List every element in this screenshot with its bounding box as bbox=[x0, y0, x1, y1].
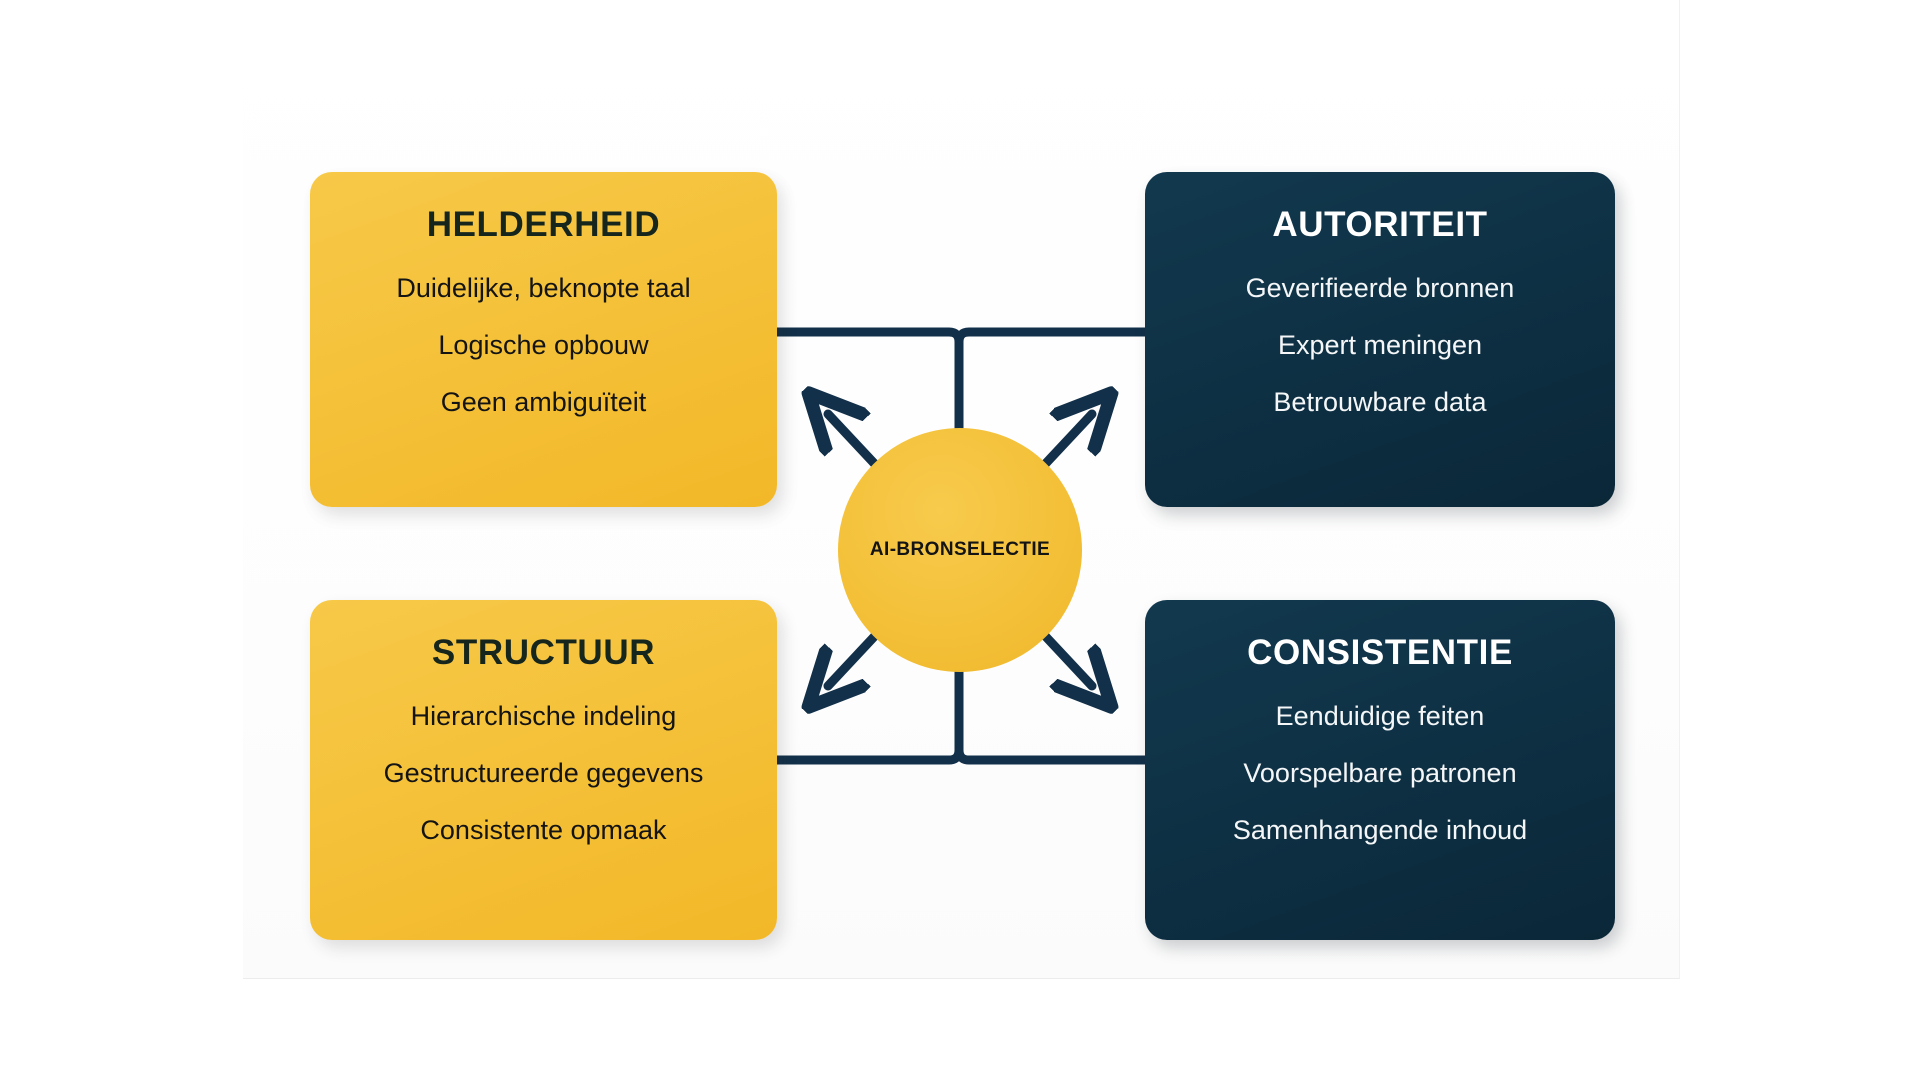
list-item: Geverifieerde bronnen bbox=[1245, 272, 1515, 303]
list-item: Consistente opmaak bbox=[420, 814, 667, 845]
card-autoriteit-list: Geverifieerde bronnen Expert meningen Be… bbox=[1145, 272, 1615, 417]
list-item: Geen ambiguïteit bbox=[440, 386, 647, 417]
list-item: Expert meningen bbox=[1277, 329, 1483, 360]
list-item: Samenhangende inhoud bbox=[1232, 814, 1528, 845]
list-item: Voorspelbare patronen bbox=[1243, 757, 1517, 788]
card-helderheid-title: HELDERHEID bbox=[426, 205, 661, 244]
list-item: Gestructureerde gegevens bbox=[383, 757, 704, 788]
card-autoriteit[interactable]: AUTORITEIT Geverifieerde bronnen Expert … bbox=[1145, 172, 1615, 507]
card-structuur-title: STRUCTUUR bbox=[431, 633, 656, 672]
card-consistentie[interactable]: CONSISTENTIE Eenduidige feiten Voorspelb… bbox=[1145, 600, 1615, 940]
list-item: Hierarchische indeling bbox=[410, 700, 677, 731]
card-consistentie-title: CONSISTENTIE bbox=[1247, 633, 1513, 672]
list-item: Logische opbouw bbox=[438, 329, 649, 360]
list-item: Eenduidige feiten bbox=[1275, 700, 1485, 731]
card-consistentie-list: Eenduidige feiten Voorspelbare patronen … bbox=[1145, 700, 1615, 845]
card-structuur[interactable]: STRUCTUUR Hierarchische indeling Gestruc… bbox=[310, 600, 777, 940]
card-helderheid-list: Duidelijke, beknopte taal Logische opbou… bbox=[310, 272, 777, 417]
card-helderheid[interactable]: HELDERHEID Duidelijke, beknopte taal Log… bbox=[310, 172, 777, 507]
hub-circle[interactable]: AI-BRONSELECTIE bbox=[838, 428, 1082, 672]
list-item: Duidelijke, beknopte taal bbox=[396, 272, 691, 303]
card-autoriteit-title: AUTORITEIT bbox=[1272, 205, 1488, 244]
card-structuur-list: Hierarchische indeling Gestructureerde g… bbox=[310, 700, 777, 845]
list-item: Betrouwbare data bbox=[1273, 386, 1487, 417]
hub-label: AI-BRONSELECTIE bbox=[869, 539, 1051, 560]
